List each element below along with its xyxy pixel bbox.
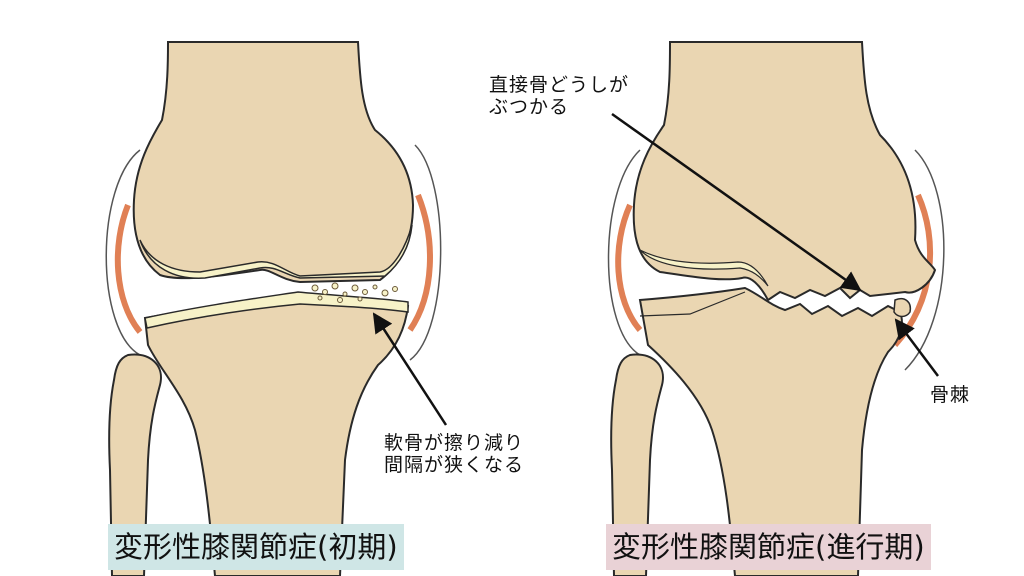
early-wear-annotation-line2: 間隔が狭くなる <box>384 454 525 476</box>
early-wear-annotation: 軟骨が擦り減り 間隔が狭くなる <box>384 432 524 476</box>
early-femoral-cartilage <box>139 224 413 279</box>
advanced-spur-arrow <box>894 318 939 377</box>
advanced-contact-annotation-line2: ぶつかる <box>489 96 570 118</box>
advanced-stage-knee <box>607 41 945 576</box>
early-cartilage-debris <box>311 282 398 303</box>
early-stage-caption: 変形性膝関節症(初期) <box>108 524 404 570</box>
early-joint-capsule <box>105 144 442 361</box>
advanced-femur <box>632 41 937 302</box>
advanced-joint-capsule <box>607 149 945 371</box>
advanced-capsule-band-left <box>615 203 643 332</box>
advanced-fibula <box>610 353 664 576</box>
advanced-tibia <box>638 286 903 576</box>
advanced-femoral-cartilage <box>639 249 769 287</box>
early-capsule-band-left <box>114 203 143 334</box>
advanced-stage-caption: 変形性膝関節症(進行期) <box>606 524 931 570</box>
advanced-spur-annotation: 骨棘 <box>930 384 971 406</box>
early-wear-arrow <box>372 312 448 426</box>
early-stage-knee <box>105 41 442 576</box>
early-capsule-band-right <box>407 193 433 332</box>
early-femur <box>132 41 415 284</box>
advanced-contact-annotation: 直接骨どうしが ぶつかる <box>489 74 629 118</box>
advanced-contact-annotation-line1: 直接骨どうしが <box>489 74 630 96</box>
early-fibula <box>108 353 162 576</box>
early-wear-annotation-line1: 軟骨が擦り減り <box>384 432 525 454</box>
advanced-contact-arrow <box>611 112 862 292</box>
advanced-tibial-edge <box>639 291 746 317</box>
advanced-osteophyte <box>893 298 912 318</box>
